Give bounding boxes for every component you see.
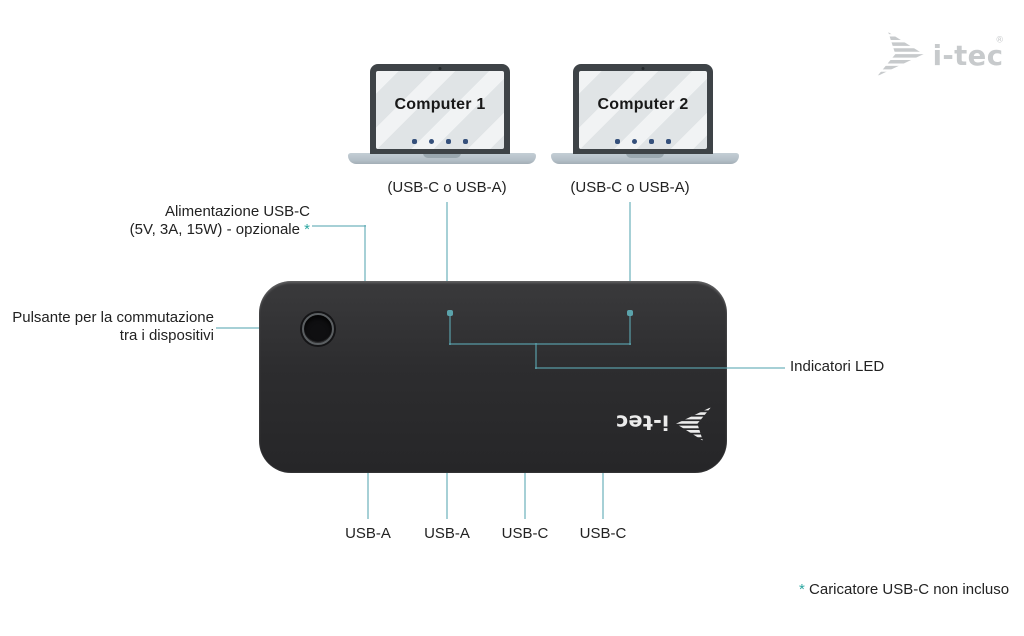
device-logo-text: i-tec [615,410,669,434]
led-indicator-icon [627,310,633,316]
connector-line [535,343,537,369]
power-annotation-line1: Alimentazione USB-C [164,203,310,220]
power-annotation-line2: (5V, 3A, 15W) - opzionale * [129,221,310,238]
asterisk-mark: * [304,221,310,238]
connector-line [602,473,604,519]
port-label: USB-A [424,525,470,542]
laptop-base-notch [626,153,664,158]
dock-icon [446,139,451,144]
port-label: USB-A [345,525,391,542]
connector-line [446,202,448,282]
dock-icon [632,139,637,144]
connector-line [312,225,366,227]
laptop-screen: Computer 1 [370,64,510,154]
connection-label-2: (USB-C o USB-A) [570,179,690,196]
laptop-display: Computer 1 [376,71,504,149]
docking-station [259,281,727,473]
itec-device-logo: i-tec [612,399,712,443]
computer-label: Computer 2 [597,96,689,113]
laptop-base-notch [423,153,461,158]
led-indicator-icon [447,310,453,316]
power-annotation: Alimentazione USB-C (5V, 3A, 15W) - opzi… [60,203,310,239]
laptop-base [551,153,739,164]
switch-annotation: Pulsante per la commutazione tra i dispo… [10,309,214,345]
webcam-icon [641,67,645,70]
webcam-icon [438,67,442,70]
connection-label-1: (USB-C o USB-A) [387,179,507,196]
dock-icon [666,139,671,144]
footnote-text: Caricatore USB-C non incluso [809,581,1010,598]
brand-logo-text: i-tec [933,41,1004,72]
laptop-display: Computer 2 [579,71,707,149]
laptop-screen: Computer 2 [573,64,713,154]
led-annotation: Indicatori LED [790,358,885,375]
dock-icon [412,139,417,144]
asterisk-mark: * [799,581,805,598]
connector-line [367,473,369,519]
switch-annotation-line1: Pulsante per la commutazione [12,309,214,326]
connector-line [449,343,631,345]
dock-icon [615,139,620,144]
connector-line [535,367,785,369]
connector-line [629,315,631,345]
switch-button [302,313,334,345]
dock-bar [376,139,504,144]
dock-icon [429,139,434,144]
laptop-computer-2: Computer 2 [551,64,739,165]
port-label: USB-C [579,525,627,542]
itec-logo-icon: i-tec [615,407,712,441]
dock-icon [649,139,654,144]
laptop-computer-1: Computer 1 [348,64,536,165]
port-label: USB-C [501,525,549,542]
itec-brand-logo: i-tec ® [876,29,1008,85]
dock-icon [463,139,468,144]
dock-bar [579,139,707,144]
footnote: * Caricatore USB-C non incluso [799,581,1009,599]
connector-line [524,473,526,519]
connector-line [446,473,448,519]
registered-mark: ® [995,35,1004,45]
computer-label: Computer 1 [394,96,486,113]
connector-line [449,315,451,345]
laptop-base [348,153,536,164]
itec-logo-icon: i-tec ® [877,32,1004,76]
connector-line [629,202,631,282]
connector-line [364,225,366,283]
switch-annotation-line2: tra i dispositivi [119,327,214,344]
